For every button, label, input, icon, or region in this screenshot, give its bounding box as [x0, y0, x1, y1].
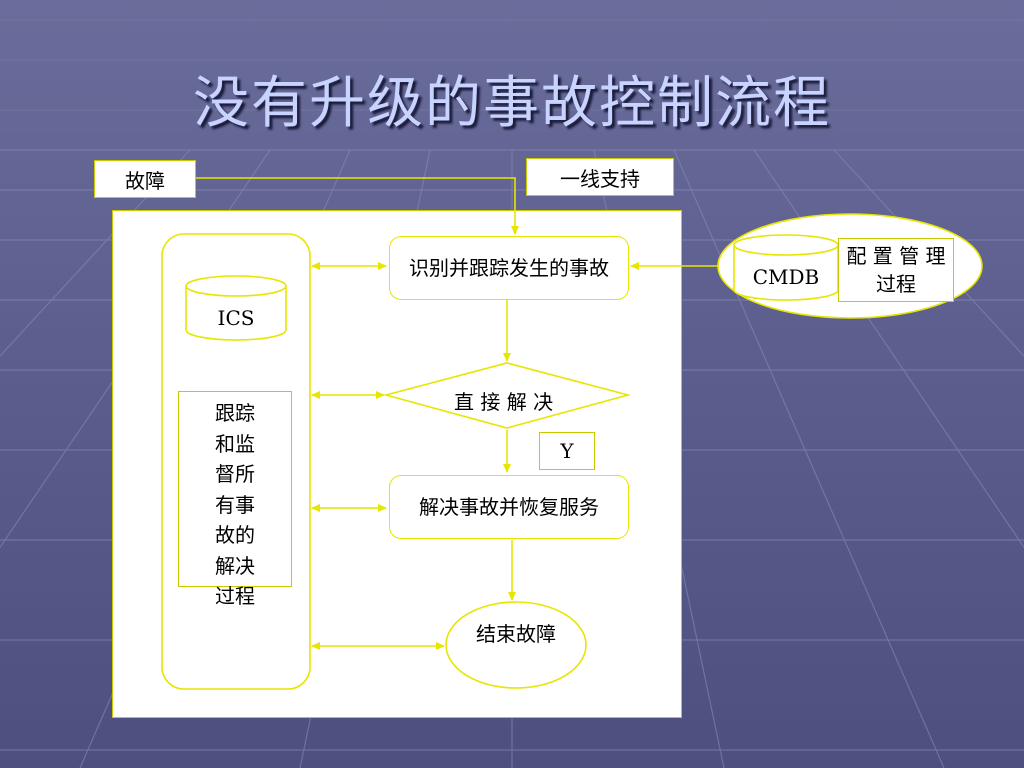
- direct-solve-diamond: [382, 362, 632, 429]
- fault-label: 故障: [125, 168, 165, 193]
- cmdb-label: CMDB: [752, 265, 820, 289]
- end-ellipse: [445, 601, 587, 689]
- track-label: 跟踪和监督所有事故的解决过程: [215, 401, 255, 608]
- first-line-support-label: 一线支持: [560, 166, 640, 191]
- slide-title: 没有升级的事故控制流程: [193, 71, 831, 136]
- fault-box: 故障: [94, 160, 196, 198]
- identify-node: 识别并跟踪发生的事故: [389, 236, 629, 300]
- track-box: 跟踪和监督所有事故的解决过程: [178, 391, 292, 608]
- ics-cylinder: [185, 275, 287, 341]
- yes-label: Y: [560, 439, 574, 463]
- yes-box: Y: [539, 432, 595, 470]
- resolve-label: 解决事故并恢复服务: [419, 495, 599, 519]
- first-line-support-box: 一线支持: [526, 158, 674, 196]
- config-box: 配 置 管 理过程: [838, 238, 954, 302]
- fault-connector: [196, 177, 519, 235]
- cmdb-cylinder: [733, 234, 839, 301]
- resolve-node: 解决事故并恢复服务: [389, 475, 629, 539]
- direct-solve-label: 直 接 解 决: [454, 390, 554, 414]
- end-label: 结束故障: [476, 622, 556, 646]
- config-label: 配 置 管 理过程: [846, 244, 946, 296]
- ics-label: ICS: [217, 306, 255, 330]
- identify-label: 识别并跟踪发生的事故: [409, 256, 609, 280]
